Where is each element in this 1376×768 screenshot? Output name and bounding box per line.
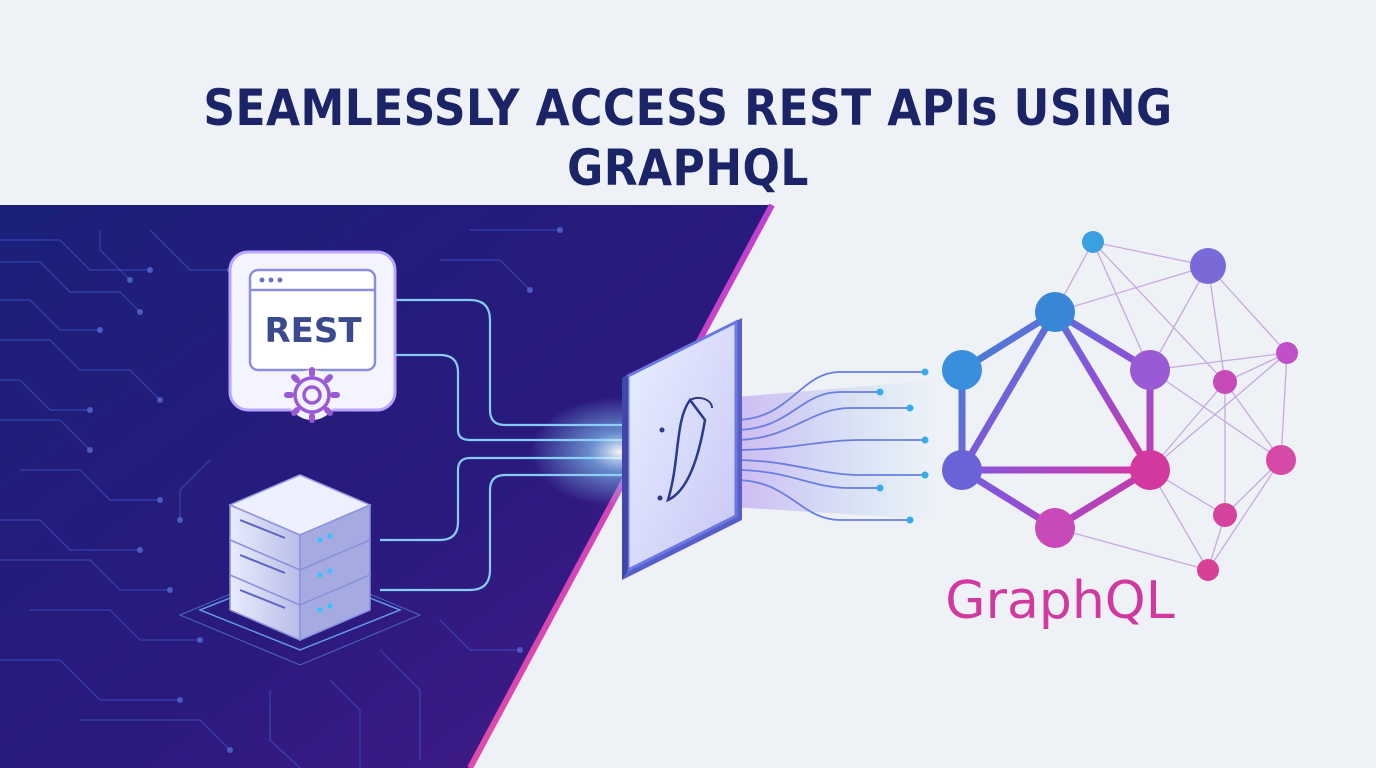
browser-window-icon bbox=[259, 277, 283, 283]
gear-icon bbox=[284, 367, 340, 423]
server-stack-icon bbox=[178, 474, 422, 666]
gateway-panel-icon bbox=[622, 318, 742, 580]
graphql-label: GraphQL bbox=[945, 571, 1174, 631]
headline: SEAMLESSLY ACCESS REST APIs USING GRAPHQ… bbox=[203, 79, 1173, 197]
circuit-traces bbox=[0, 229, 560, 768]
dark-panel bbox=[0, 205, 772, 768]
network-nodes bbox=[1082, 231, 1298, 581]
network-mesh bbox=[1054, 241, 1288, 571]
rest-api-card: REST bbox=[228, 250, 397, 423]
rest-connectors bbox=[380, 298, 630, 592]
output-lines bbox=[734, 371, 925, 521]
rest-label: REST bbox=[264, 311, 362, 351]
graphql-logo-icon bbox=[942, 292, 1170, 548]
